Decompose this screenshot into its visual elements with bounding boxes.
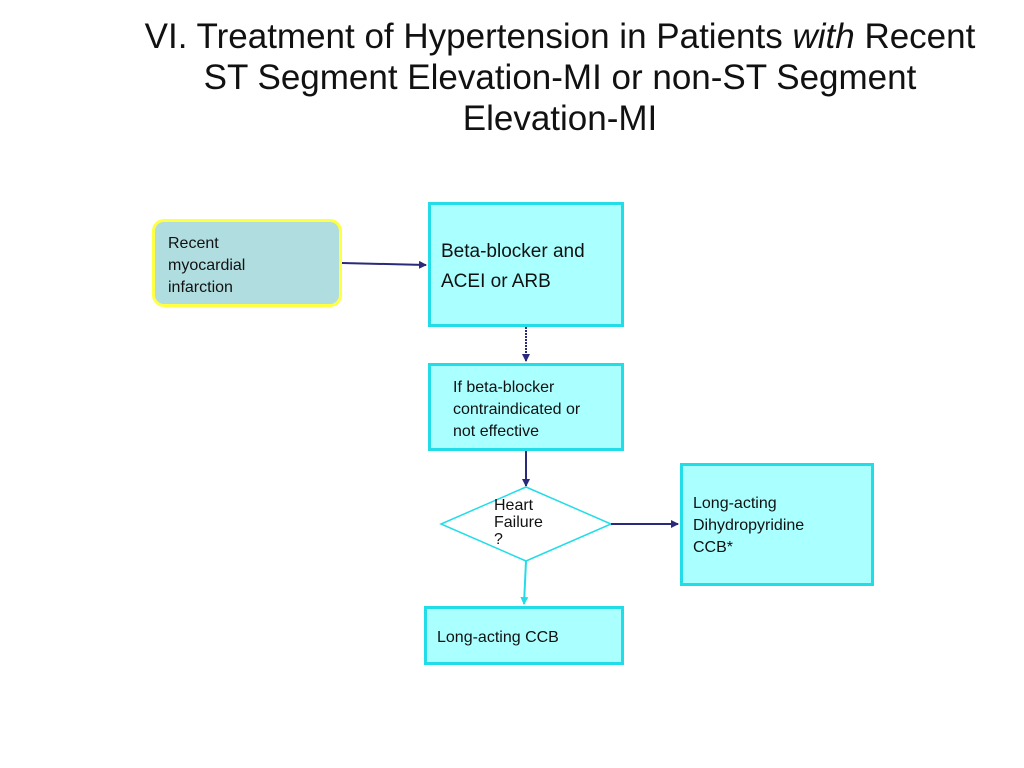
- node-text-line: CCB*: [693, 539, 734, 556]
- title-line3: Elevation-MI: [462, 99, 658, 138]
- node-text-line: ?: [494, 531, 503, 548]
- node-text-line: Recent: [168, 235, 219, 252]
- title-italic-word: with: [792, 17, 855, 56]
- title-part2: Recent: [854, 17, 976, 56]
- node-beta-blocker-acei-arb: Beta-blocker and ACEI or ARB: [428, 202, 624, 327]
- node-text-line: Long-acting: [693, 495, 777, 512]
- node-text-line: Failure: [494, 514, 543, 531]
- node-text-line: Beta-blocker and: [441, 241, 585, 262]
- node-text-line: myocardial: [168, 257, 246, 274]
- node-text-line: Long-acting CCB: [437, 629, 559, 646]
- node-text-line: Dihydropyridine: [693, 517, 805, 534]
- slide-title: VI. Treatment of Hypertension in Patient…: [110, 16, 1010, 139]
- title-line2: ST Segment Elevation-MI or non-ST Segmen…: [203, 58, 917, 97]
- node-long-acting-ccb: Long-acting CCB: [424, 606, 624, 665]
- arrow-mi-to-beta-blocker: [341, 260, 427, 269]
- node-long-acting-dhp-ccb: Long-acting Dihydropyridine CCB*: [680, 463, 874, 586]
- node-recent-mi: Recent myocardial infarction: [152, 219, 342, 307]
- node-text-line: not effective: [453, 423, 539, 440]
- title-part1: VI. Treatment of Hypertension in Patient…: [144, 17, 793, 56]
- arrow-heart-failure-to-long-acting-ccb: [520, 560, 529, 605]
- heart-failure-label: Heart Failure ?: [494, 497, 543, 548]
- node-text-line: Heart: [494, 497, 534, 514]
- node-text-line: infarction: [168, 279, 233, 296]
- node-text-line: ACEI or ARB: [441, 271, 551, 292]
- node-text-line: contraindicated or: [453, 401, 581, 418]
- node-beta-blocker-contraindicated: If beta-blocker contraindicated or not e…: [428, 363, 624, 451]
- node-text-line: If beta-blocker: [453, 379, 555, 396]
